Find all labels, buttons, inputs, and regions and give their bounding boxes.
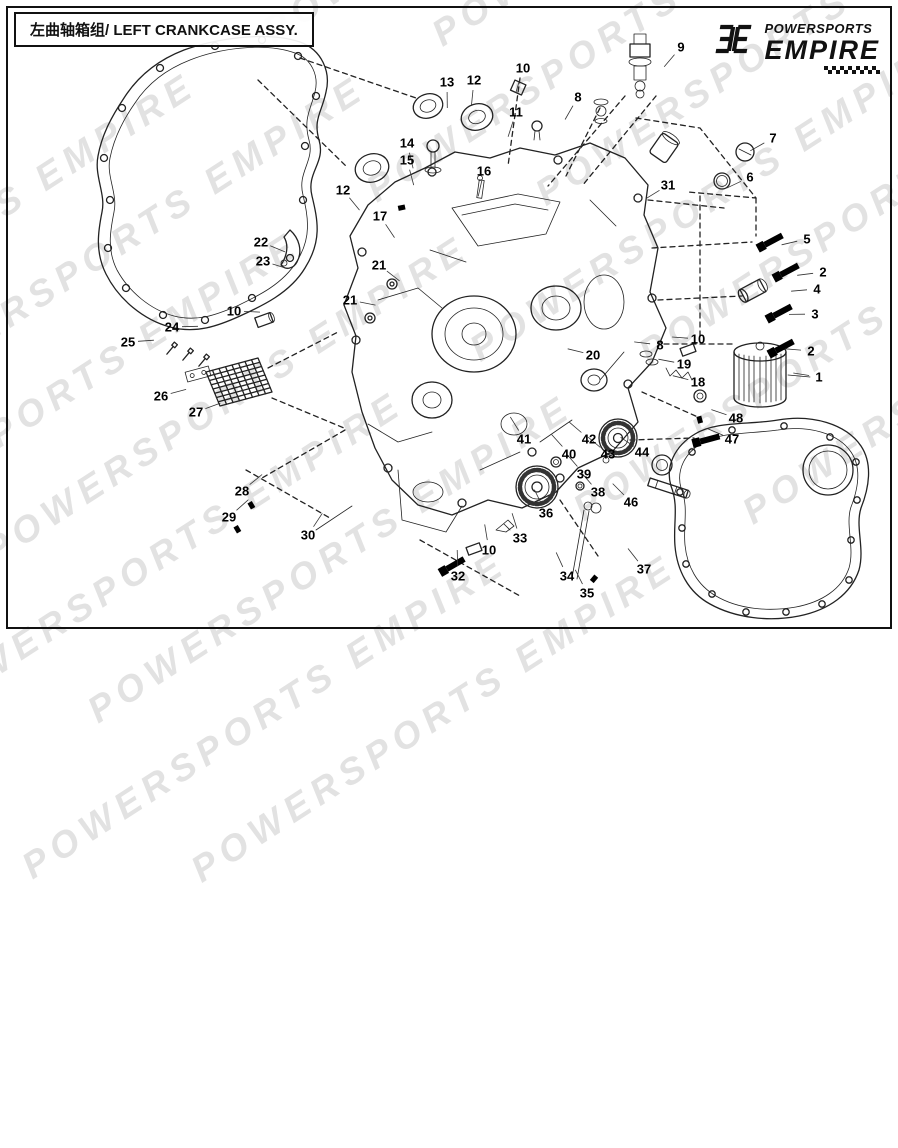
checkered-flag-icon — [824, 66, 880, 74]
relief-valve-assembly — [629, 34, 651, 98]
crankcase-body — [316, 143, 666, 532]
cap-and-oring — [649, 129, 754, 189]
spring-washer-set — [640, 344, 706, 402]
brand-name-top: POWERSPORTS — [764, 22, 880, 35]
brand-name-bottom: EMPIRE — [764, 37, 880, 64]
oil-screen-group — [165, 342, 272, 406]
exploded-parts-diagram — [0, 0, 898, 635]
brand-logo: POWERSPORTS EMPIRE — [707, 22, 880, 74]
mid-small-parts — [255, 140, 484, 327]
empire-logo-icon — [707, 22, 757, 58]
left-gasket-outline — [97, 37, 327, 330]
right-gasket-outline — [669, 418, 868, 618]
ball-bearings — [352, 90, 672, 475]
diagram-title: 左曲轴箱组/ LEFT CRANKCASE ASSY. — [14, 12, 314, 47]
construction-lines — [246, 58, 756, 596]
small-top-parts — [510, 80, 608, 140]
right-bolt-set — [736, 231, 800, 358]
